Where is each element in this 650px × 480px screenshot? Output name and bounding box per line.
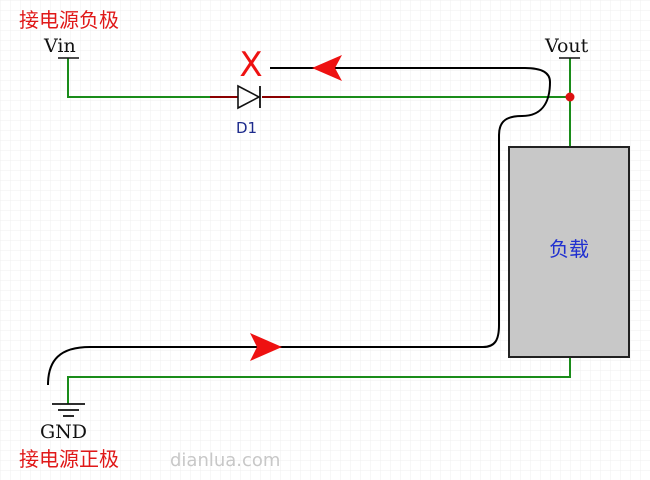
vin-note-label: 接电源负极 [19, 8, 119, 32]
gnd-note-label: 接电源正极 [19, 447, 119, 471]
arrow-left-icon [312, 55, 342, 81]
vin-label: Vin [43, 35, 76, 57]
watermark: dianlua.com [170, 450, 280, 471]
diode-triangle [237, 84, 261, 110]
junction-dot [565, 92, 575, 102]
wire-vin-to-diode [67, 58, 210, 98]
wires [67, 58, 571, 404]
wire-load-to-gnd [67, 357, 571, 404]
diode-d1 [210, 84, 290, 110]
load-block [508, 146, 630, 358]
ground-icon [52, 403, 85, 417]
arrow-right-icon [250, 333, 282, 361]
diode-label: D1 [236, 119, 257, 137]
gnd-label: GND [40, 421, 87, 443]
current-path [47, 67, 552, 386]
blocked-marker: X [239, 45, 262, 85]
vout-label: Vout [544, 35, 589, 57]
load-label: 负载 [549, 237, 589, 261]
